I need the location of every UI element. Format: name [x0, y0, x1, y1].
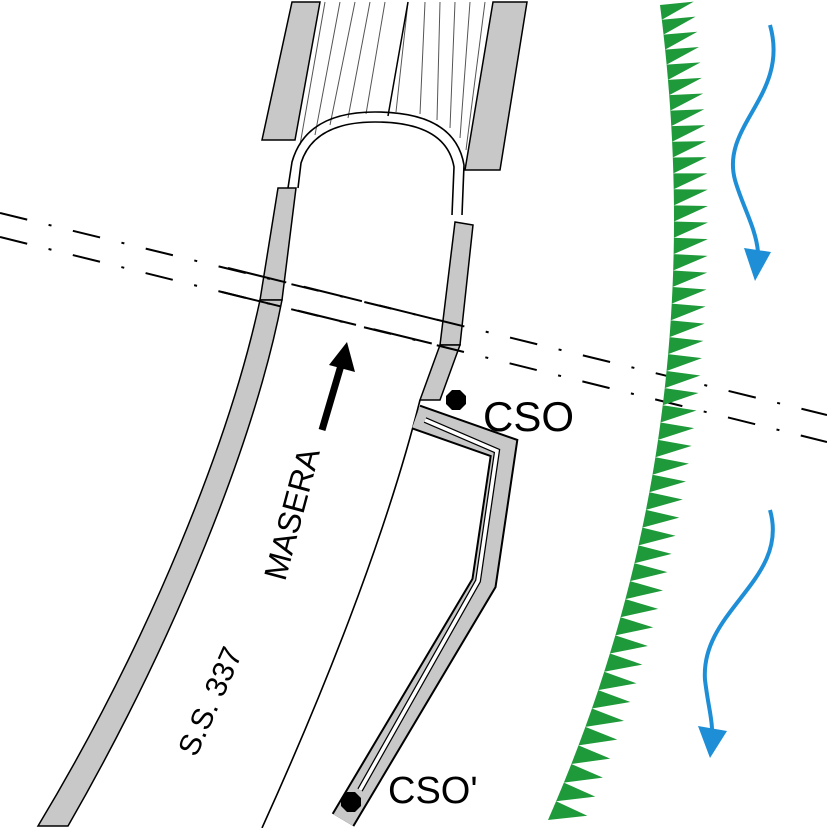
flow-arrow-upper-head-icon: [744, 248, 771, 281]
flow-arrow-upper-line: [731, 24, 776, 253]
escarpment-tooth: [625, 581, 663, 600]
cso-marker-icon: [446, 390, 466, 410]
escarpment-tooth: [673, 205, 708, 222]
flow-arrow-upper: [731, 24, 776, 281]
escarpment-tooth: [556, 782, 596, 802]
cso-prime-marker-icon: [341, 792, 361, 812]
escarpment-tooth: [664, 371, 701, 389]
escarpment-tooth: [663, 31, 698, 50]
tunnel-arch-outer: [287, 111, 465, 216]
escarpment-tooth: [591, 690, 631, 709]
escarpment-tooth: [673, 221, 709, 238]
escarpment-tooth: [585, 708, 624, 727]
road-left-upper-strip: [259, 187, 297, 301]
escarpment-tooth: [666, 62, 701, 80]
bridge-right-pier: [464, 1, 528, 171]
escarpment-tooth: [620, 599, 659, 618]
section-dash-lower: [221, 291, 447, 348]
escarpment-tooth: [598, 671, 637, 691]
escarpment-tooth: [563, 763, 603, 783]
escarpment-tooth: [669, 320, 705, 338]
escarpment-tooth: [667, 77, 702, 96]
escarpment-tooth: [615, 617, 654, 636]
escarpment-tooth: [604, 653, 643, 672]
escarpment-tooth: [672, 157, 707, 174]
escarpment-tooth: [665, 47, 699, 65]
escarpment-tooth: [655, 439, 692, 458]
escarpment-tooth: [660, 405, 697, 423]
bridge-axis-line: [387, 1, 409, 117]
road-right-lower-strip: [418, 344, 462, 401]
escarpment: [548, 1, 709, 820]
escarpment-tooth: [634, 545, 672, 564]
escarpment-tooth: [630, 563, 668, 582]
escarpment-tooth: [673, 189, 708, 206]
escarpment-tooth: [672, 141, 707, 158]
escarpment-tooth: [670, 303, 706, 321]
section-lines: [0, 212, 827, 443]
escarpment-tooth: [673, 254, 708, 271]
road-left-strip: [36, 299, 283, 827]
escarpment-tooth: [661, 16, 696, 35]
road-label: S.S. 337: [172, 642, 249, 761]
escarpment-tooth: [672, 270, 708, 288]
escarpment-tooth: [571, 745, 611, 764]
tunnel-arch-inner: [297, 121, 455, 216]
escarpment-tooth: [668, 337, 704, 355]
channel-fill: [333, 406, 517, 826]
escarpment-tooth: [658, 422, 695, 440]
flow-arrow-lower: [698, 509, 775, 758]
channel-inner-line: [358, 418, 499, 791]
escarpment-tooth: [660, 1, 694, 20]
escarpment-tooth: [670, 109, 705, 127]
road-right-edge: [261, 399, 421, 828]
escarpment-tooth: [642, 509, 680, 528]
escarpment-tooth: [662, 388, 699, 406]
escarpment-tooth: [673, 237, 708, 255]
bridge-left-pier: [261, 1, 321, 141]
escarpment-tooth: [669, 93, 704, 111]
road-right-upper-strip: [439, 221, 474, 346]
flow-arrow-lower-head-icon: [698, 726, 727, 758]
flow-arrow-lower-line: [702, 509, 775, 731]
section-dash-upper: [227, 267, 451, 324]
escarpment-tooth: [671, 287, 707, 304]
bridge-structure: [261, 1, 528, 216]
escarpment-tooth: [673, 173, 708, 190]
escarpment-tooth: [578, 726, 618, 746]
cso-prime-label: CSO': [388, 770, 478, 812]
bridge-deck-lines: [299, 1, 486, 151]
escarpment-tooth: [652, 457, 689, 475]
road: [36, 187, 474, 828]
escarpment-tooth: [638, 527, 676, 546]
cso-prime-point-marker: [341, 792, 361, 812]
escarpment-tooth: [645, 492, 683, 510]
escarpment-tooth: [666, 354, 702, 372]
escarpment-tooth: [548, 801, 588, 820]
escarpment-tooth: [609, 635, 648, 654]
masera-label: MASERA: [257, 443, 327, 583]
north-arrow-icon: [318, 342, 355, 431]
cso-channel: [331, 404, 519, 827]
escarpment-tooth: [671, 125, 706, 142]
cso-point-marker: [446, 390, 466, 410]
cso-label: CSO: [483, 393, 574, 440]
escarpment-tooth: [649, 474, 686, 493]
